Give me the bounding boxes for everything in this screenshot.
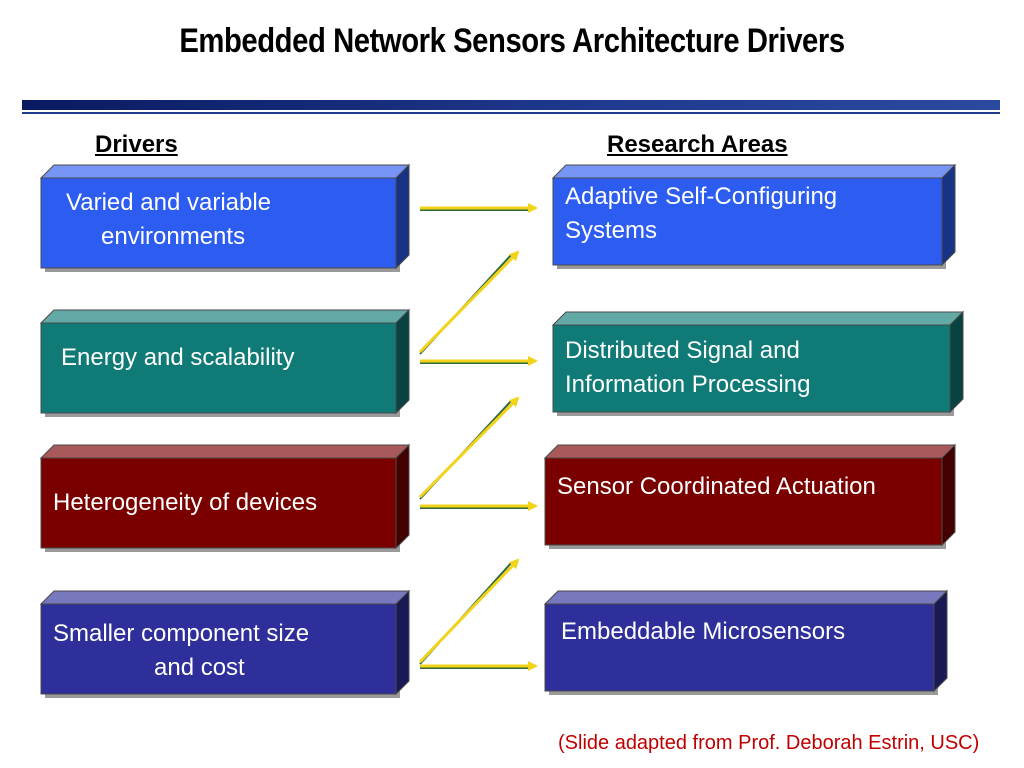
research-box-4-front-face: [544, 603, 935, 692]
driver-box-2-side-face: [395, 308, 410, 415]
driver-box-4: [39, 589, 411, 698]
arrow-diagonal-2: [418, 396, 520, 500]
slide-credit: (Slide adapted from Prof. Deborah Estrin…: [558, 732, 980, 754]
driver-1-text: Varied and variable environments: [66, 189, 272, 250]
research-box-4-top-face: [543, 590, 949, 605]
driver-box-4-top-face: [39, 590, 411, 605]
arrow-horizontal-1: [420, 203, 538, 213]
research-box-3-side-face: [941, 443, 956, 547]
research-box-3-front-face: [544, 457, 943, 546]
research-box-1-front-face: [552, 177, 943, 266]
research-box-2-front-face: [552, 324, 951, 413]
arrow-diagonal-2-line: [418, 396, 520, 499]
research-box-1-side-face: [941, 163, 956, 267]
arrow-horizontal-2: [420, 356, 538, 366]
driver-box-1-side-face: [395, 163, 410, 270]
research-box-2-side-face: [949, 310, 964, 414]
research-box-1-top-face: [551, 164, 957, 179]
arrow-diagonal-3-line: [418, 558, 520, 664]
driver-box-3: [39, 443, 411, 552]
driver-box-3-top-face: [39, 444, 411, 459]
slide-title: Embedded Network Sensors Architecture Dr…: [179, 22, 845, 60]
title-divider-thin: [22, 112, 1000, 114]
driver-box-4-side-face: [395, 589, 410, 696]
driver-4-text: Smaller component size and cost: [53, 620, 310, 681]
driver-2-text: Energy and scalability: [61, 344, 295, 371]
drivers-heading: Drivers: [95, 131, 178, 158]
driver-box-1-top-face: [39, 164, 411, 179]
driver-box-2: [39, 308, 411, 417]
driver-3-text: Heterogeneity of devices: [53, 489, 318, 516]
driver-box-1-front-face: [40, 177, 397, 269]
arrow-diagonal-1: [418, 250, 520, 355]
arrow-diagonal-3: [418, 558, 520, 665]
research-2-text: Distributed Signal and Information Proce…: [565, 337, 811, 398]
driver-box-2-front-face: [40, 322, 397, 414]
research-areas-heading: Research Areas: [607, 131, 788, 158]
research-box-1: [551, 163, 957, 269]
research-3-text: Sensor Coordinated Actuation: [557, 473, 876, 500]
driver-box-1: [39, 163, 411, 272]
research-box-3: [543, 443, 957, 549]
research-1-text: Adaptive Self-Configuring Systems: [565, 183, 838, 244]
driver-box-4-front-face: [40, 603, 397, 695]
driver-box-3-front-face: [40, 457, 397, 549]
research-4-text: Embeddable Microsensors: [561, 618, 846, 645]
arrow-horizontal-4: [420, 661, 538, 671]
research-box-3-top-face: [543, 444, 957, 459]
research-box-4: [543, 589, 949, 695]
driver-box-2-top-face: [39, 309, 411, 324]
driver-box-3-side-face: [395, 443, 410, 550]
research-box-4-side-face: [933, 589, 948, 693]
arrow-diagonal-1-line: [418, 250, 520, 354]
arrow-horizontal-3: [420, 501, 538, 511]
research-box-2: [551, 310, 965, 416]
title-divider-thick: [22, 100, 1000, 110]
research-box-2-top-face: [551, 311, 965, 326]
